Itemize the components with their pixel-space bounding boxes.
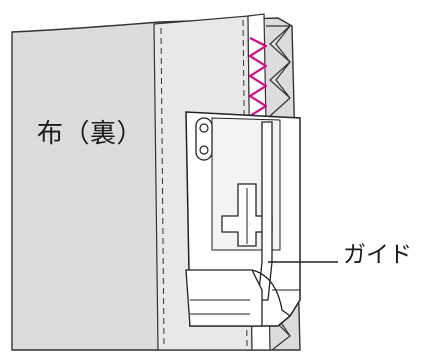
- guide-label: ガイド: [343, 242, 412, 268]
- fabric-reverse-label: 布（裏）: [37, 119, 144, 149]
- presser-foot-base: [185, 269, 263, 327]
- screw-hole: [199, 145, 209, 155]
- dashed-stitch-line: [160, 27, 165, 347]
- guide-plate: [257, 121, 273, 301]
- guide-tip: [251, 269, 291, 317]
- screw-hole: [199, 123, 209, 133]
